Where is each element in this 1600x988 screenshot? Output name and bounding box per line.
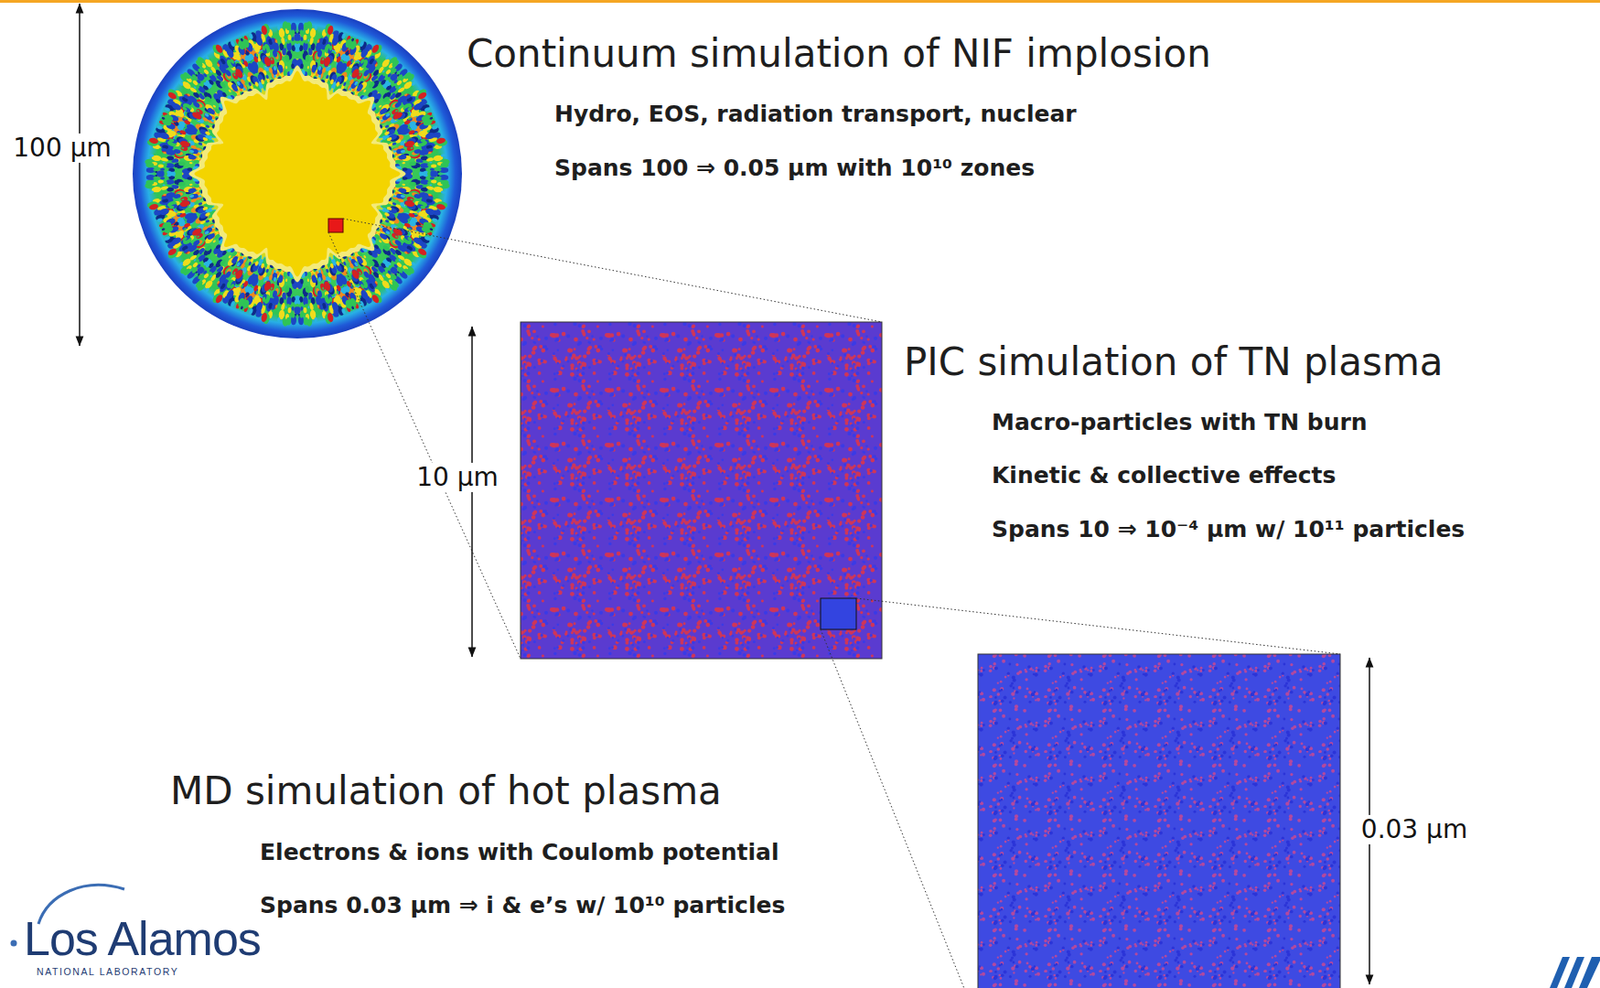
turbulence-blob xyxy=(325,75,330,80)
turbulence-blob xyxy=(204,219,210,224)
turbulence-blob xyxy=(265,75,269,80)
turbulence-blob xyxy=(227,255,232,259)
turbulence-blob xyxy=(429,183,432,186)
turbulence-blob xyxy=(198,202,204,206)
turbulence-blob xyxy=(378,104,383,108)
turbulence-blob xyxy=(285,65,289,70)
turbulence-blob xyxy=(189,161,194,165)
turbulence-blob xyxy=(363,88,367,93)
turbulence-blob xyxy=(204,124,210,129)
turbulence-blob xyxy=(186,167,193,172)
turbulence-blob xyxy=(307,305,310,309)
turbulence-blob xyxy=(300,279,304,285)
turbulence-blob xyxy=(221,91,227,98)
turbulence-blob xyxy=(363,255,367,259)
turbulence-blob xyxy=(212,239,216,244)
turbulence-blob xyxy=(307,278,311,282)
turbulence-blob xyxy=(285,39,288,43)
turbulence-blob xyxy=(401,161,406,165)
turbulence-blob xyxy=(391,202,397,206)
turbulence-blob xyxy=(285,278,289,282)
turbulence-blob xyxy=(343,260,347,266)
turbulence-blob xyxy=(300,63,304,69)
turbulence-blob xyxy=(189,183,194,187)
turbulence-blob xyxy=(162,183,166,186)
turbulence-blob xyxy=(290,279,295,285)
turbulence-blob xyxy=(402,167,409,172)
turbulence-blob xyxy=(290,63,295,69)
turbulence-blob xyxy=(214,243,222,249)
implosion-disk xyxy=(132,9,462,339)
turbulence-blob xyxy=(214,97,222,104)
turbulence-blob xyxy=(366,249,373,257)
turbulence-blob xyxy=(186,176,193,181)
turbulence-blob xyxy=(265,268,269,273)
turbulence-blob xyxy=(384,219,389,224)
turbulence-blob xyxy=(343,81,347,86)
turbulence-blob xyxy=(429,161,432,164)
turbulence-blob xyxy=(373,243,380,249)
turbulence-blob xyxy=(212,104,216,108)
turbulence-blob xyxy=(247,260,252,266)
turbulence-blob xyxy=(366,91,373,98)
turbulence-blob xyxy=(307,65,311,70)
turbulence-blob xyxy=(247,81,252,86)
turbulence-blob xyxy=(402,176,409,181)
turbulence-blob xyxy=(325,268,330,273)
turbulence-blob xyxy=(391,141,397,146)
turbulence-blob xyxy=(373,97,380,104)
turbulence-blob xyxy=(285,305,288,309)
turbulence-blob xyxy=(162,161,166,164)
turbulence-blob xyxy=(198,141,204,146)
turbulence-blob xyxy=(307,39,310,43)
turbulence-blob xyxy=(221,249,227,257)
turbulence-blob xyxy=(227,88,232,93)
turbulence-blob xyxy=(378,239,383,244)
turbulence-blob xyxy=(384,124,389,129)
implosion-turbulence xyxy=(144,21,451,327)
turbulence-blob xyxy=(401,183,406,187)
header-rule xyxy=(0,0,1600,3)
